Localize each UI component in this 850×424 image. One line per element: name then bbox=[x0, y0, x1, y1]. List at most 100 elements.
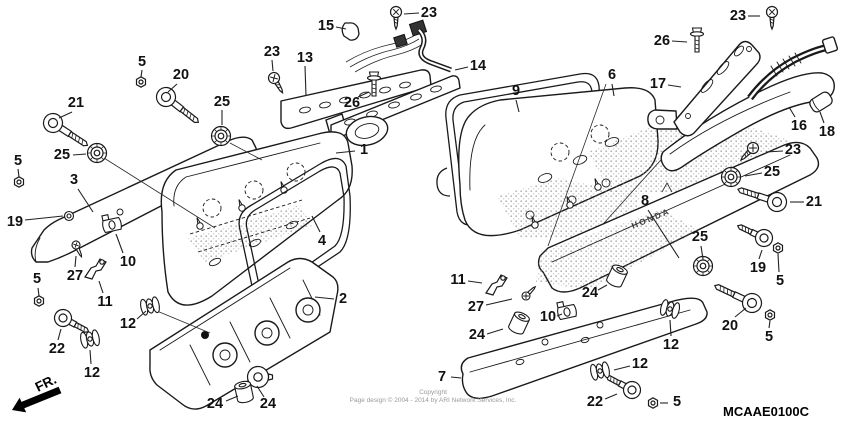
air-tube-highlight bbox=[749, 45, 831, 99]
callout-22-leader bbox=[57, 328, 62, 341]
callout-11: 11 bbox=[450, 272, 465, 288]
grommet-25-icon bbox=[692, 255, 714, 277]
breather-tube-highlight bbox=[418, 29, 452, 71]
callout-12-leader bbox=[136, 310, 147, 320]
callout-21: 21 bbox=[68, 95, 84, 111]
grommet-12-icon bbox=[78, 328, 102, 350]
callout-20: 20 bbox=[722, 318, 738, 334]
air-tube-group bbox=[747, 36, 839, 101]
clip-nut-10-icon bbox=[555, 298, 578, 321]
callout-25: 25 bbox=[54, 147, 70, 163]
bracket-11-icon bbox=[84, 258, 107, 280]
callout-11: 11 bbox=[97, 294, 112, 310]
callout-5: 5 bbox=[14, 153, 22, 169]
callout-24-leader bbox=[225, 395, 239, 402]
callout-25-leader bbox=[744, 172, 763, 177]
callout-7-leader bbox=[450, 376, 462, 379]
mount-collar-24-icon bbox=[246, 365, 274, 389]
callout-20-leader bbox=[734, 307, 747, 318]
tube-end-fitting bbox=[821, 36, 839, 54]
callout-22-leader bbox=[604, 393, 618, 400]
callout-13: 13 bbox=[297, 50, 313, 66]
diagram-code: MCAAE0100C bbox=[723, 404, 810, 419]
callout-12: 12 bbox=[632, 356, 648, 372]
copyright-line-2: Page design © 2004 - 2014 by ARI Network… bbox=[350, 396, 517, 404]
callout-23-leader bbox=[403, 12, 420, 15]
callout-19-leader bbox=[24, 215, 64, 221]
callout-13-leader bbox=[304, 65, 307, 97]
callout-4: 4 bbox=[318, 233, 326, 249]
callout-19-leader bbox=[758, 249, 763, 260]
texture-patch bbox=[188, 205, 312, 262]
texture-patch bbox=[536, 210, 700, 290]
drain-hole bbox=[201, 331, 209, 339]
callout-5-leader bbox=[777, 253, 780, 273]
grommet-25-icon bbox=[86, 142, 108, 164]
callout-7: 7 bbox=[438, 369, 446, 385]
nut-5-icon bbox=[772, 242, 784, 254]
callout-12: 12 bbox=[663, 337, 679, 353]
nut-5-icon bbox=[764, 309, 776, 321]
nut-5-icon bbox=[135, 76, 147, 88]
callout-5-leader bbox=[37, 287, 40, 297]
callout-21-leader bbox=[58, 111, 73, 119]
callout-27-leader bbox=[74, 255, 77, 268]
callout-26-leader bbox=[357, 91, 370, 98]
callout-25: 25 bbox=[692, 229, 708, 245]
bolt-20-icon bbox=[152, 83, 205, 131]
bolt-20-icon bbox=[710, 276, 766, 317]
fr-arrow-icon bbox=[12, 386, 62, 413]
callout-25: 25 bbox=[764, 164, 780, 180]
callout-24: 24 bbox=[207, 396, 223, 412]
callout-8-leader bbox=[647, 209, 680, 259]
gasket-tab bbox=[436, 167, 451, 197]
stay-bracket-part17 bbox=[647, 40, 761, 137]
callout-1: 1 bbox=[360, 142, 368, 158]
screw-23-icon bbox=[265, 69, 288, 97]
harness-clip-part15 bbox=[341, 22, 360, 41]
callout-16: 16 bbox=[791, 118, 807, 134]
callout-19: 19 bbox=[7, 214, 23, 230]
callout-16-leader bbox=[788, 106, 796, 118]
harness-connector bbox=[393, 33, 408, 48]
callout-21: 21 bbox=[806, 194, 822, 210]
callout-3-leader bbox=[77, 188, 94, 213]
callout-17-leader bbox=[667, 84, 682, 88]
callout-24: 24 bbox=[582, 285, 598, 301]
nut-5-icon bbox=[13, 176, 25, 188]
callout-22: 22 bbox=[587, 394, 603, 410]
lower-cover-left-part2 bbox=[149, 257, 339, 410]
callout-5: 5 bbox=[138, 54, 146, 70]
callout-24-leader bbox=[256, 385, 265, 398]
callout-20-leader bbox=[167, 83, 178, 93]
callout-1-leader bbox=[335, 150, 356, 154]
callout-5-leader bbox=[140, 69, 143, 78]
callout-23: 23 bbox=[264, 44, 280, 60]
callout-27: 27 bbox=[468, 299, 484, 315]
tube-ribs bbox=[770, 52, 802, 77]
washer-19-icon bbox=[63, 210, 75, 222]
callout-9: 9 bbox=[512, 83, 520, 99]
callout-20: 20 bbox=[173, 67, 189, 83]
callout-23: 23 bbox=[785, 142, 801, 158]
bolt-19-icon bbox=[733, 217, 776, 250]
grommet-25-icon bbox=[720, 166, 742, 188]
callout-5-leader bbox=[17, 168, 20, 178]
open-arrowhead bbox=[661, 182, 673, 193]
callout-6-leader bbox=[611, 83, 615, 97]
callout-26: 26 bbox=[344, 95, 360, 111]
bracket-11-icon bbox=[485, 274, 508, 296]
callout-25: 25 bbox=[214, 94, 230, 110]
fr-direction-indicator: FR. bbox=[12, 372, 62, 413]
grommet-12-icon bbox=[138, 295, 162, 317]
harness-tube bbox=[354, 43, 424, 73]
callout-12: 12 bbox=[120, 316, 136, 332]
callout-24-leader bbox=[597, 284, 608, 291]
callout-8: 8 bbox=[641, 193, 649, 209]
nut-5-icon bbox=[33, 295, 45, 307]
callout-23: 23 bbox=[421, 5, 437, 21]
callout-5: 5 bbox=[776, 273, 784, 289]
callout-11-leader bbox=[98, 280, 104, 294]
